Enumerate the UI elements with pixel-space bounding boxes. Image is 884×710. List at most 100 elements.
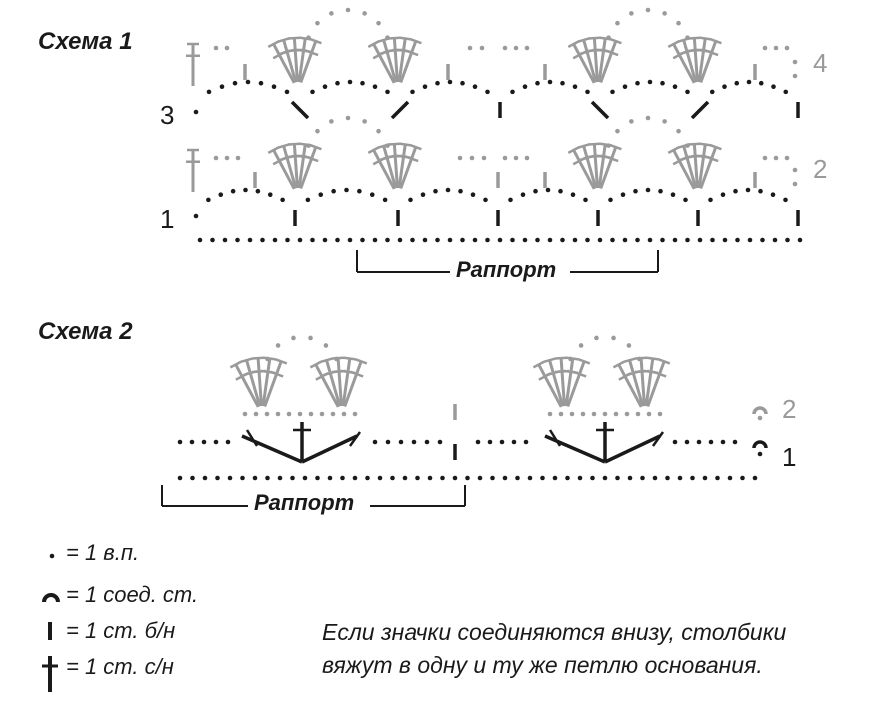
chain-stitch-dot xyxy=(398,439,404,445)
fan-double-crochet xyxy=(572,43,596,84)
chain-stitch-dot xyxy=(740,475,745,481)
chain-stitch-dot xyxy=(702,475,708,481)
chain-stitch-dot xyxy=(626,343,632,348)
chain-stitch-dot xyxy=(510,237,515,243)
chain-stitch-dot xyxy=(291,335,296,341)
chain-stitch-dot xyxy=(757,415,763,421)
double-crochet-top xyxy=(409,143,422,151)
chain-stitch-dot xyxy=(535,237,540,243)
chain-stitch-dot xyxy=(481,155,487,161)
double-crochet-top xyxy=(709,143,722,151)
chain-stitch-dot xyxy=(193,109,199,115)
slanted-stitch xyxy=(290,100,310,120)
double-crochet-top xyxy=(399,36,412,41)
chain-stitch-dot xyxy=(215,475,220,481)
chain-stitch-dot xyxy=(522,237,528,243)
fan-double-crochet xyxy=(597,38,607,83)
fan-double-crochet xyxy=(699,40,718,83)
double-crochet-top xyxy=(320,357,333,364)
slanted-stitch xyxy=(390,100,410,120)
chain-stitch-dot xyxy=(475,439,481,445)
chain-stitch-dot xyxy=(385,89,390,95)
chain-stitch-dot xyxy=(533,188,538,194)
chain-stitch-dot xyxy=(352,475,358,481)
double-crochet-top xyxy=(567,146,580,155)
double-crochet-top xyxy=(229,360,242,369)
chain-stitch-dot xyxy=(340,475,345,481)
chain-stitch-dot xyxy=(683,197,688,203)
double-crochet-top xyxy=(267,40,280,49)
fan-double-crochet xyxy=(672,149,696,190)
chain-stitch-dot xyxy=(411,439,417,445)
chain-stitch-dot xyxy=(685,35,690,40)
chain-stitch-dot xyxy=(285,237,290,243)
chain-stitch-dot xyxy=(235,155,241,161)
double-crochet-top xyxy=(277,143,290,149)
chain-stitch-dot xyxy=(660,237,665,243)
chain-stitch-dot xyxy=(227,475,233,481)
fan-double-crochet xyxy=(682,145,698,189)
chain-stitch-dot xyxy=(524,45,530,51)
chain-stitch-dot xyxy=(672,439,678,445)
chain-stitch-dot xyxy=(645,115,651,121)
chain-stitch-dot xyxy=(360,80,365,86)
note-line-1: Если значки соединяются внизу, столбики xyxy=(322,619,787,645)
chain-stitch-dot xyxy=(676,128,681,134)
fan-double-crochet xyxy=(692,144,699,189)
slip-stitch xyxy=(752,440,768,449)
chain-stitch-dot xyxy=(547,237,553,243)
chain-stitch-dot xyxy=(390,475,395,481)
chain-stitch-dot xyxy=(334,356,339,362)
fan-double-crochet xyxy=(372,149,396,190)
chain-stitch-dot xyxy=(732,439,738,445)
chain-stitch-dot xyxy=(527,475,533,481)
chain-stitch-dot xyxy=(545,187,551,193)
chain-stitch-dot xyxy=(422,84,428,89)
double-crochet-top xyxy=(355,358,368,365)
chain-stitch-dot xyxy=(435,80,440,86)
double-crochet-top xyxy=(588,36,601,40)
fan-double-crochet xyxy=(292,144,299,189)
double-crochet-bar xyxy=(538,372,552,381)
chain-stitch-dot xyxy=(760,237,765,243)
fan-double-crochet xyxy=(628,359,645,407)
chain-stitch-dot xyxy=(720,439,726,445)
chain-stitch-dot xyxy=(552,475,558,481)
chain-stitch-dot xyxy=(452,475,458,481)
double-crochet-bar xyxy=(235,372,249,381)
chain-stitch-dot xyxy=(362,11,367,16)
chain-stitch-dot xyxy=(710,237,715,243)
double-crochet-top xyxy=(688,36,701,40)
chain-stitch-dot xyxy=(520,192,526,197)
fan-double-crochet xyxy=(372,43,396,84)
chain-stitch-dot xyxy=(784,45,790,51)
double-crochet-top xyxy=(309,360,322,369)
shell-double-crochet xyxy=(544,434,606,464)
fan-double-crochet xyxy=(397,38,407,83)
chain-stitch-dot xyxy=(267,192,273,197)
chain-stitch-dot xyxy=(792,59,798,65)
fan-double-crochet xyxy=(282,39,298,83)
chain-stitch-dot xyxy=(773,155,779,161)
chain-stitch-dot xyxy=(189,439,195,445)
chain-stitch-dot xyxy=(570,192,576,197)
double-crochet-top xyxy=(367,40,380,49)
chain-stitch-dot xyxy=(297,411,303,417)
chain-stitch-dot xyxy=(762,155,768,161)
double-crochet-top xyxy=(609,37,622,45)
chain-stitch-dot xyxy=(615,20,620,26)
chain-stitch-dot xyxy=(490,475,495,481)
chain-stitch-dot xyxy=(306,143,311,148)
double-crochet-top xyxy=(288,36,301,40)
chain-stitch-dot xyxy=(318,192,324,197)
fan-double-crochet xyxy=(297,38,307,83)
chain-stitch-dot xyxy=(645,7,651,13)
chain-stitch-dot xyxy=(502,475,508,481)
double-crochet-bar xyxy=(349,370,364,378)
slanted-stitch xyxy=(590,100,610,120)
chain-stitch-dot xyxy=(733,188,738,194)
chain-stitch-dot xyxy=(684,439,690,445)
shell-double-crochet xyxy=(301,434,358,464)
chain-stitch-dot xyxy=(376,20,381,26)
chain-stitch-dot xyxy=(305,197,311,203)
